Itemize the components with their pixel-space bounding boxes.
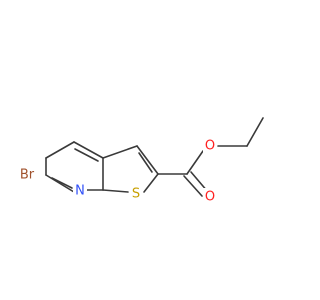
atom-ester-oxygen: O xyxy=(203,137,217,155)
atom-label-o-carbonyl: O xyxy=(205,190,215,205)
atom-carbonyl-oxygen: O xyxy=(203,188,217,206)
bond-c4-c3a-inner xyxy=(74,148,99,162)
atom-sulfur: S xyxy=(129,185,143,203)
atom-bromine: Br xyxy=(15,166,37,184)
bond-carbonyl-double-a xyxy=(183,175,203,197)
bond-c3-c2-outer xyxy=(136,145,159,175)
atom-label-s: S xyxy=(132,187,140,202)
bond-layer xyxy=(45,117,264,197)
atom-label-n: N xyxy=(75,184,85,199)
molecule-structure-diagram: Br N S O O xyxy=(15,117,264,206)
bond-c3-c2-inner xyxy=(138,152,153,173)
bond-ch2-ch3 xyxy=(246,117,264,147)
atom-nitrogen: N xyxy=(73,182,87,200)
bond-c4-c3a-outer xyxy=(73,141,104,159)
bond-c5-c4 xyxy=(45,141,75,159)
bond-c6-n7-outer xyxy=(45,174,75,193)
atom-label-layer: Br N S O O xyxy=(15,137,217,206)
atom-label-o-ester: O xyxy=(205,139,215,154)
bond-c3a-c3 xyxy=(102,145,138,159)
bond-carbonyl-c-o-ester xyxy=(186,150,204,175)
bond-c2-s1 xyxy=(143,173,159,193)
bond-c6-n7-inner xyxy=(51,177,73,189)
atom-label-br: Br xyxy=(20,168,35,183)
bond-s1-c7a xyxy=(102,189,129,193)
